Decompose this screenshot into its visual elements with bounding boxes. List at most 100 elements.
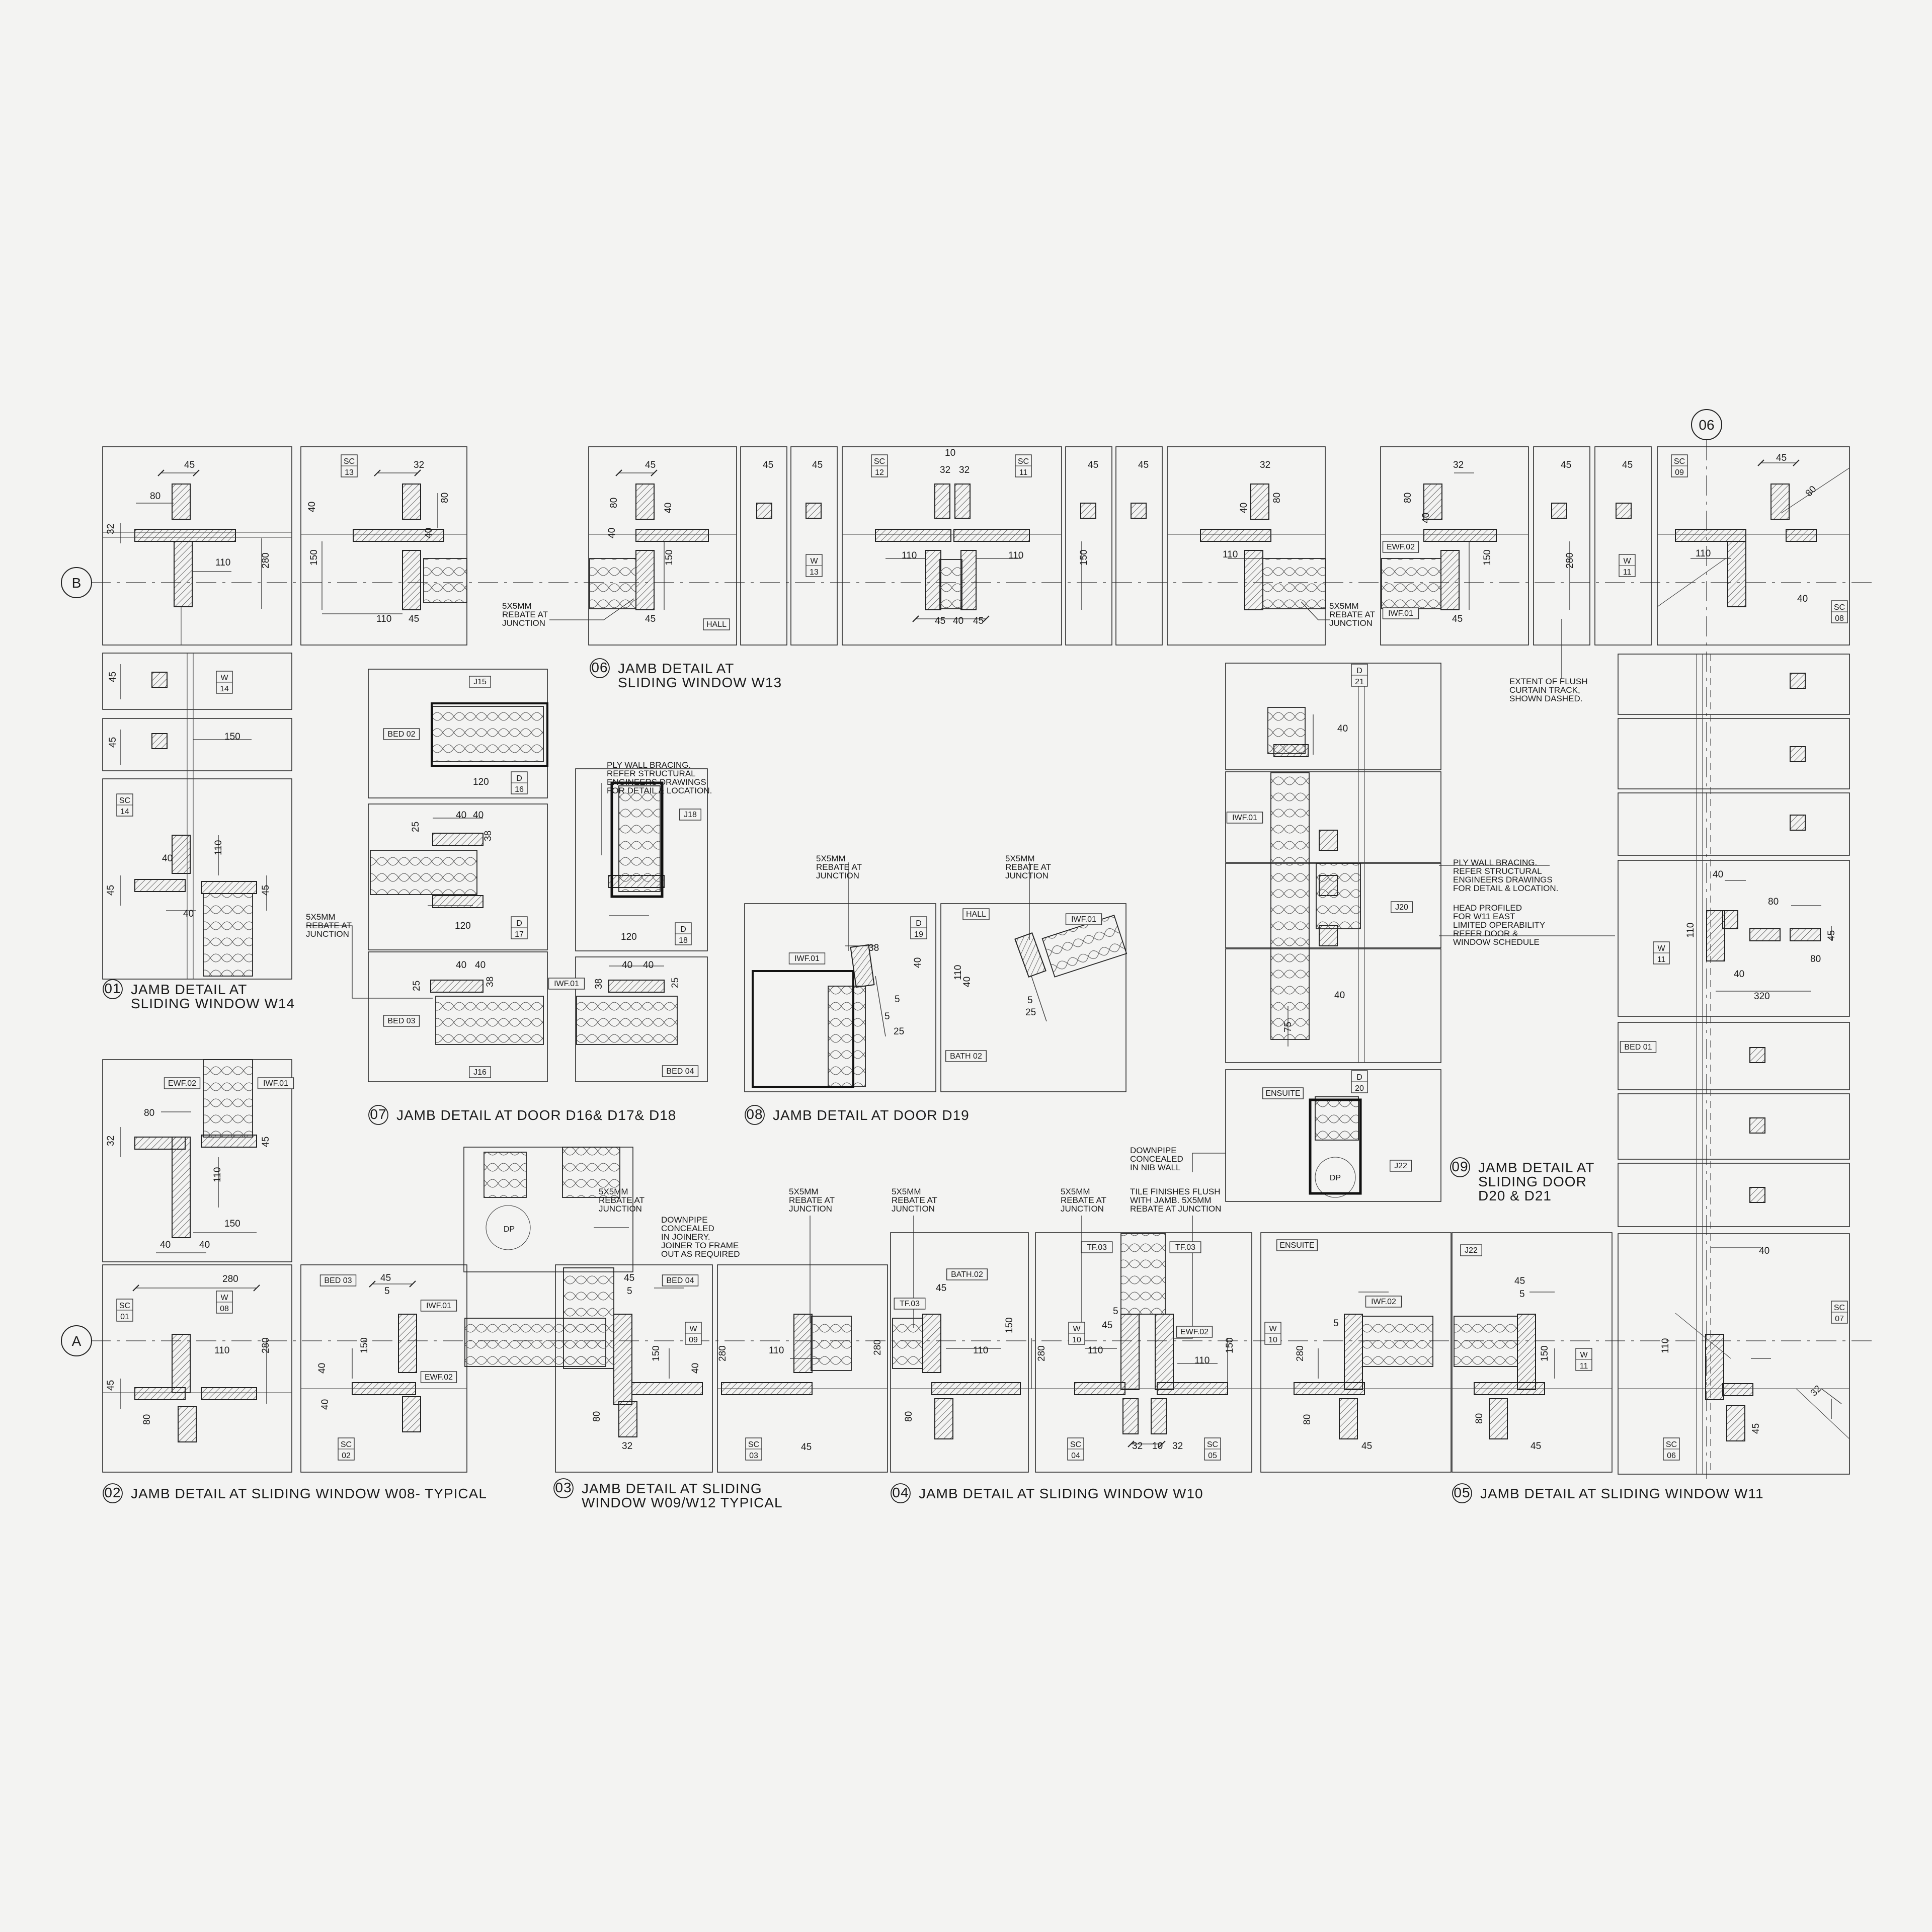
note-ply-b: FOR DETAIL & LOCATION. — [1453, 883, 1558, 893]
dimension-tick — [374, 469, 381, 476]
dimension-value: 45 — [106, 885, 116, 896]
dimension-value: 80 — [609, 498, 619, 508]
dimension-tick — [651, 469, 658, 476]
dimension-value: 40 — [160, 1240, 171, 1250]
dimension-value: 40 — [1239, 503, 1249, 513]
dimension-tick — [1757, 459, 1764, 466]
dimension-value: 40 — [183, 909, 194, 919]
label-box — [164, 1077, 201, 1089]
dimension-value: 45 — [812, 460, 823, 470]
title-number: 04 — [892, 1485, 909, 1500]
room-label: EWF.02 — [168, 1079, 196, 1088]
tag-type: SC — [341, 1440, 352, 1449]
tag-number: 06 — [1667, 1452, 1676, 1460]
dimension-value: 25 — [894, 1026, 904, 1037]
dimension-value: 80 — [142, 1414, 152, 1425]
tag-type: W — [1580, 1351, 1588, 1359]
tag-type: D — [1356, 667, 1362, 675]
note-rebate-a: 5X5MM — [502, 601, 532, 611]
label-box — [1620, 1041, 1657, 1053]
title-number-circle — [590, 658, 610, 678]
detail-title: JAMB DETAIL AT SLIDING WINDOW W08- TYPIC… — [131, 1486, 487, 1501]
label-box — [1460, 1244, 1482, 1256]
note-head: LIMITED OPERABILITY — [1453, 920, 1545, 930]
dimension-value: 110 — [973, 1345, 988, 1356]
tag-number: 18 — [679, 936, 688, 945]
dimension-value: 5 — [627, 1286, 632, 1297]
tag-type: W — [220, 1294, 228, 1302]
note-head: FOR W11 EAST — [1453, 912, 1515, 921]
note-head: HEAD PROFILED — [1453, 903, 1522, 913]
dimension-value: 45 — [261, 885, 271, 896]
tag-type: SC — [119, 796, 130, 805]
title-number: 05 — [1454, 1485, 1470, 1500]
note-ply-a: PLY WALL BRACING. — [607, 760, 691, 770]
dimension-value: 80 — [144, 1108, 154, 1118]
room-label: EWF.02 — [1180, 1328, 1209, 1336]
title-number: 07 — [370, 1106, 386, 1122]
dimension-value: 45 — [1622, 460, 1633, 470]
note-tile: REBATE AT JUNCTION — [1130, 1204, 1221, 1214]
room-label: IWF.01 — [263, 1079, 288, 1088]
label-box — [1382, 607, 1419, 619]
tag-number: 11 — [1657, 955, 1666, 964]
dimension-value: 40 — [424, 528, 434, 538]
tag-type: SC — [1674, 457, 1685, 466]
dimension-value: 280 — [261, 552, 271, 569]
note-head: REFER DOOR & — [1453, 929, 1518, 938]
note-rebate-c: REBATE AT — [306, 921, 352, 930]
note-rebate-h: JUNCTION — [1061, 1204, 1104, 1214]
dimension-value: 45 — [1826, 930, 1837, 941]
dimension-value: 110 — [1088, 1345, 1103, 1356]
dimension-value: 32 — [1809, 1384, 1824, 1399]
tag-type: W — [1657, 944, 1665, 953]
tag-number: 13 — [810, 568, 819, 577]
detail-title: SLIDING WINDOW W14 — [131, 996, 295, 1011]
label-box — [1276, 1239, 1318, 1251]
room-label: IWF.01 — [554, 980, 579, 988]
dimension-value: 120 — [621, 932, 637, 942]
title-number-circle — [103, 1483, 123, 1503]
tag-type: W — [220, 674, 228, 682]
glazing-lines — [103, 467, 1850, 1474]
tag-number: 04 — [1071, 1452, 1080, 1460]
note-curtain: SHOWN DASHED. — [1509, 694, 1582, 703]
dimension-value: 40 — [962, 977, 973, 987]
dimension-value: 45 — [184, 460, 195, 470]
dimension-value: 45 — [935, 616, 945, 626]
note-ply-b: PLY WALL BRACING. — [1453, 858, 1537, 867]
detail-title: JAMB DETAIL AT SLIDING WINDOW W10 — [919, 1486, 1203, 1501]
room-label: EWF.02 — [425, 1373, 453, 1382]
label-box — [679, 809, 701, 821]
tag-number: 14 — [120, 808, 129, 816]
room-label: BED 04 — [666, 1067, 694, 1076]
note-rebate-g: JUNCTION — [892, 1204, 935, 1214]
label-box — [1169, 1241, 1201, 1253]
label-box — [1081, 1241, 1113, 1253]
tag-type: D — [1356, 1073, 1362, 1082]
dimension-tick — [615, 469, 622, 476]
room-label: IWF.01 — [794, 954, 820, 963]
dimension-value: 40 — [1759, 1246, 1769, 1256]
dimension-value: 45 — [1776, 453, 1787, 463]
tag-number: 03 — [749, 1452, 758, 1460]
dimension-tick — [983, 615, 990, 622]
dimension-value: 40 — [1734, 969, 1744, 980]
tag-number: 21 — [1355, 678, 1364, 686]
note-rebate-a: REBATE AT — [502, 610, 548, 619]
room-label: BATH.02 — [951, 1270, 983, 1279]
detail-title: JAMB DETAIL AT DOOR D19 — [773, 1107, 970, 1123]
dimension-value: 40 — [607, 528, 617, 538]
tag-number: 12 — [875, 468, 884, 477]
dimension-value: 45 — [763, 460, 773, 470]
note-rebate-h: REBATE AT — [1061, 1195, 1106, 1205]
tag-type: SC — [874, 457, 885, 466]
tag-type: SC — [748, 1440, 759, 1449]
dimension-value: 5 — [1519, 1289, 1525, 1300]
dimension-value: 40 — [622, 960, 632, 971]
dimension-value: 45 — [108, 737, 118, 748]
dimension-value: 150 — [1225, 1337, 1235, 1353]
tag-number: 17 — [515, 930, 524, 939]
tag-type: D — [680, 925, 686, 934]
label-box — [1390, 1160, 1412, 1172]
